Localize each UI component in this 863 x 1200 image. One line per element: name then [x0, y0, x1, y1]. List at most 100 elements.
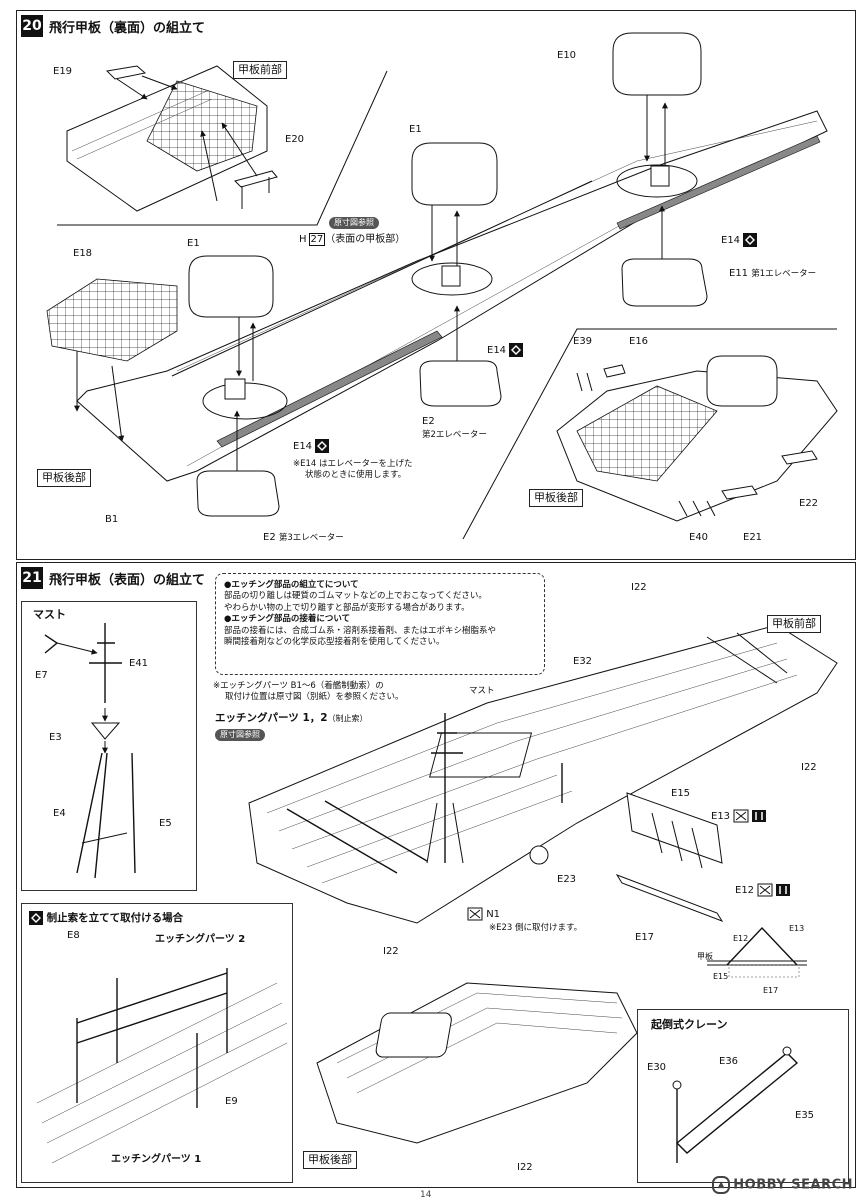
- label-diag-deck: 甲板: [697, 952, 713, 961]
- part-e22: [781, 450, 818, 465]
- step-20-number: 20: [21, 15, 43, 37]
- label-e1-left: E1: [187, 238, 200, 249]
- flight-deck-rear: [316, 982, 638, 1144]
- label-e18: E18: [73, 248, 93, 259]
- ladder-elevation-diagram: [707, 926, 807, 978]
- step-21-title: 飛行甲板（表面）の組立て: [49, 573, 206, 588]
- label-e19: E19: [53, 66, 73, 77]
- badge-genzun-ref-20: 原寸図参照: [329, 217, 379, 229]
- step-21-drawing: [36, 623, 838, 1164]
- step-20-title: 飛行甲板（裏面）の組立て: [49, 21, 206, 36]
- label-e9: E9: [225, 1096, 238, 1107]
- flight-deck-underside: [76, 110, 828, 482]
- label-diag-e17: E17: [763, 986, 779, 995]
- front-deck-underside: [66, 65, 268, 212]
- rear-deck-inset: [556, 355, 838, 522]
- label-diag-e12: E12: [733, 934, 749, 943]
- note-e14: ※E14 はエレベーターを上げた 状態のときに使用します。: [293, 459, 413, 481]
- diamond-reference-icon: [29, 911, 43, 925]
- diamond-reference-icon: [509, 343, 524, 357]
- crane-drawing: [672, 1046, 799, 1163]
- label-e20: E20: [285, 134, 305, 145]
- diamond-reference-icon: [743, 233, 758, 247]
- label-e15: E15: [671, 788, 691, 799]
- logo-icon: ▲: [712, 1176, 731, 1194]
- label-e23: E23: [557, 874, 577, 885]
- cut-icon: [467, 907, 483, 921]
- part-e18: [46, 278, 178, 362]
- part-e16: [603, 364, 626, 378]
- part-e1-left: [188, 255, 274, 318]
- label-i22-top: I22: [631, 582, 647, 593]
- label-arresting-sub-title: 制止索を立てて取付ける場合: [29, 911, 183, 925]
- label-crane-title: 起倒式クレーン: [651, 1018, 728, 1031]
- part-e2-mid: [419, 360, 502, 407]
- label-rear-deck-right: 甲板後部: [529, 489, 583, 508]
- label-e35: E35: [795, 1110, 815, 1121]
- label-e39: E39: [573, 336, 593, 347]
- label-e14-right: E14: [721, 233, 758, 247]
- label-e13: E13: [711, 809, 769, 823]
- label-e12: E12: [735, 883, 793, 897]
- label-e36: E36: [719, 1056, 739, 1067]
- label-e17: E17: [635, 932, 655, 943]
- label-e11: E11 第1エレベーター: [729, 268, 817, 279]
- part-e14-left-block: [224, 378, 246, 400]
- label-e21: E21: [743, 532, 763, 543]
- label-e5: E5: [159, 818, 172, 829]
- hobby-search-logo: ▲HOBBY SEARCH: [712, 1176, 853, 1194]
- diamond-reference-icon: [315, 439, 330, 453]
- arresting-cable-drawing: [36, 968, 288, 1164]
- label-diag-e15: E15: [713, 972, 729, 981]
- label-e2-mid-desc: 第2エレベーター: [422, 430, 487, 440]
- mast-assembly: [44, 623, 136, 879]
- part-e23: [529, 845, 549, 865]
- part-e11: [621, 258, 708, 307]
- etching-part-2-line: [324, 800, 428, 862]
- label-e8: E8: [67, 930, 80, 941]
- label-e40: E40: [689, 532, 709, 543]
- label-e30: E30: [647, 1062, 667, 1073]
- page-number: 14: [420, 1190, 432, 1200]
- crane-ladder-assembly: [615, 792, 724, 922]
- part-e14-mid-block: [441, 265, 461, 287]
- badge-genzun-ref-21: 原寸図参照: [215, 729, 265, 741]
- label-etching-parts-2: エッチングパーツ 2: [155, 934, 246, 945]
- label-e41: E41: [129, 658, 149, 669]
- label-i22-mid: I22: [383, 946, 399, 957]
- label-e32: E32: [573, 656, 593, 667]
- cut-bend-icon: [757, 883, 791, 897]
- label-e3: E3: [49, 732, 62, 743]
- label-e10: E10: [557, 50, 577, 61]
- label-deck-mast: マスト: [469, 686, 495, 696]
- label-e7: E7: [35, 670, 48, 681]
- label-rear-deck-21: 甲板後部: [303, 1151, 357, 1170]
- label-i22-right: I22: [801, 762, 817, 773]
- label-e22: E22: [799, 498, 819, 509]
- deck-mast: [426, 713, 464, 864]
- part-e1-top: [411, 142, 498, 206]
- cut-bend-icon: [733, 809, 767, 823]
- part-e10: [612, 32, 702, 96]
- etching-part-1-line: [286, 808, 398, 874]
- label-e1-top: E1: [409, 124, 422, 135]
- label-n1: N1: [467, 907, 500, 921]
- label-e14-left: E14: [293, 439, 330, 453]
- label-front-deck: 甲板前部: [233, 61, 287, 80]
- step-21-number: 21: [21, 567, 43, 589]
- part-e20: [234, 170, 278, 188]
- label-mast-title: マスト: [33, 608, 66, 621]
- label-etching-parts-12: エッチングパーツ 1，2（制止索）: [215, 712, 368, 724]
- rear-deck-separator: [462, 328, 837, 540]
- etching-notes-box: ●エッチング部品の組立てについて 部品の切り離しは硬質のゴムマットなどの上でおこ…: [215, 573, 545, 675]
- label-e2-mid: E2: [422, 416, 435, 427]
- label-diag-e13: E13: [789, 924, 805, 933]
- part-e21: [721, 485, 758, 500]
- part-e14-right-block: [650, 165, 670, 187]
- step-21-panel: 21 飛行甲板（表面）の組立て ●エッチング部品の組立てについて 部品の切り離し…: [16, 562, 856, 1188]
- label-i22-bottom: I22: [517, 1162, 533, 1173]
- part-e2-bottom: [196, 470, 280, 517]
- note-n1: ※E23 側に取付けます。: [489, 923, 583, 933]
